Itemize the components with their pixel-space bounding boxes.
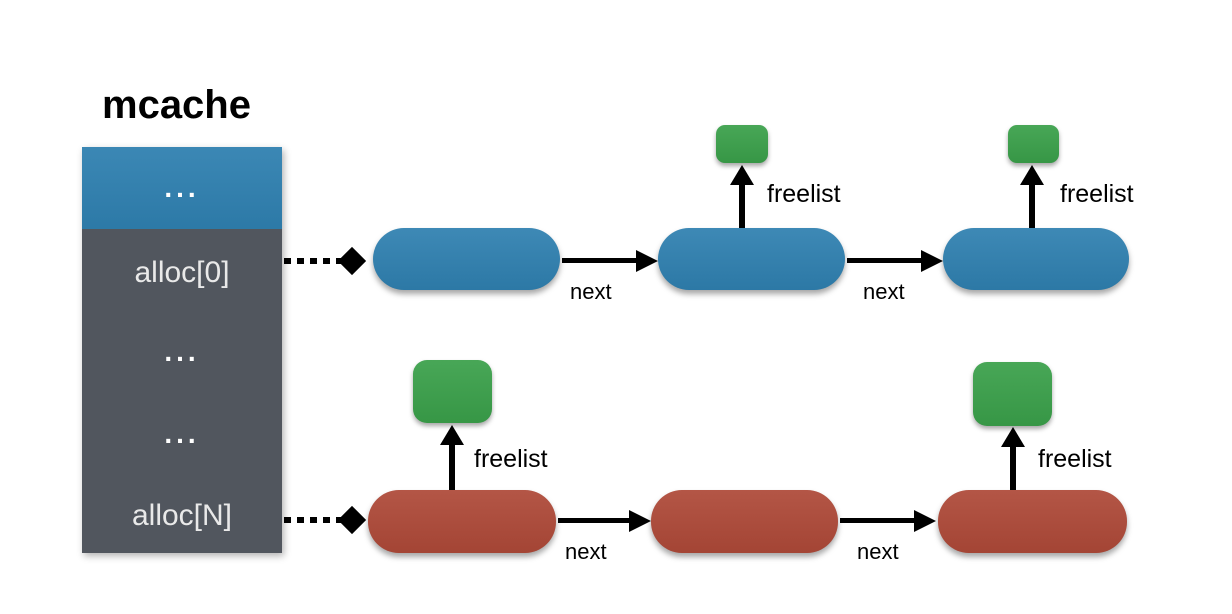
next-label: next: [570, 279, 612, 304]
freelist-block: [413, 360, 492, 423]
diagram-title: mcache: [102, 83, 251, 127]
red-span-node-1: [368, 490, 556, 553]
next-label: next: [565, 539, 607, 564]
blue-span-node-1: [373, 228, 560, 290]
red-span-node-2: [651, 490, 838, 553]
table-row-ellipsis-mid1: ...: [164, 336, 200, 367]
freelist-label: freelist: [767, 180, 841, 208]
freelist-arrow-head-icon: [730, 165, 754, 185]
mcache-table: ... alloc[0] ... ... alloc[N]: [82, 147, 282, 553]
freelist-label: freelist: [1038, 445, 1112, 473]
freelist-arrow-head-icon: [440, 425, 464, 445]
table-row-ellipsis-top: ...: [164, 172, 200, 203]
allocN-diamond-tip-icon: [337, 505, 367, 535]
next-arrow-shaft: [558, 518, 629, 523]
alloc0-diamond-tip-icon: [337, 246, 367, 276]
freelist-arrow-shaft: [449, 443, 455, 490]
next-arrow-shaft: [847, 258, 923, 263]
table-row-ellipsis-mid2: ...: [164, 418, 200, 449]
next-arrow-head-icon: [636, 250, 658, 272]
mcache-table-blue-header: [82, 147, 282, 229]
blue-span-node-2: [658, 228, 845, 290]
table-row-allocN: alloc[N]: [131, 499, 233, 532]
next-arrow-shaft: [562, 258, 638, 263]
freelist-arrow-shaft: [739, 183, 745, 228]
freelist-arrow-head-icon: [1020, 165, 1044, 185]
next-label: next: [857, 539, 899, 564]
freelist-label: freelist: [1060, 180, 1134, 208]
freelist-arrow-shaft: [1010, 445, 1016, 490]
freelist-block: [973, 362, 1052, 426]
next-arrow-head-icon: [921, 250, 943, 272]
blue-span-node-3: [943, 228, 1129, 290]
allocN-dotted-connector: [284, 517, 342, 523]
freelist-label: freelist: [474, 445, 548, 473]
next-arrow-shaft: [840, 518, 916, 523]
next-arrow-head-icon: [629, 510, 651, 532]
freelist-block: [1008, 125, 1059, 163]
freelist-arrow-head-icon: [1001, 427, 1025, 447]
table-row-alloc0: alloc[0]: [134, 256, 230, 289]
freelist-arrow-shaft: [1029, 183, 1035, 228]
next-label: next: [863, 279, 905, 304]
next-arrow-head-icon: [914, 510, 936, 532]
alloc0-dotted-connector: [284, 258, 342, 264]
red-span-node-3: [938, 490, 1127, 553]
freelist-block: [716, 125, 768, 163]
